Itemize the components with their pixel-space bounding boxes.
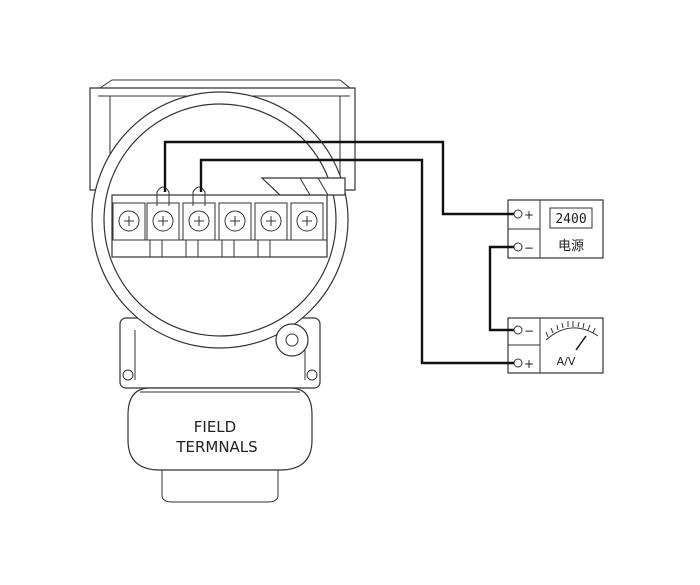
terminal-screw-5 <box>254 202 288 241</box>
neck-screw-left <box>122 369 134 381</box>
terminal-screws <box>112 186 324 258</box>
terminal-screw-2 <box>146 202 180 241</box>
terminal-screw-1 <box>112 202 146 241</box>
field-label-line2: TERMNALS <box>175 438 257 456</box>
meter-plus-sign: + <box>524 357 534 371</box>
neck-screw-right <box>306 369 318 381</box>
cable-entry-band <box>260 177 346 196</box>
power-supply: + − 2400 电源 <box>507 199 604 259</box>
meter-name: A/V <box>557 355 576 368</box>
housing-lug <box>275 323 309 357</box>
spade-lug-2 <box>156 186 170 206</box>
meter-minus-sign: − <box>524 324 534 338</box>
field-terminals-cover <box>127 387 313 471</box>
meter-box <box>507 317 604 374</box>
power-supply-name: 电源 <box>558 239 584 254</box>
field-label-line1: FIELD <box>194 418 236 436</box>
wire-power-minus-to-meter-minus <box>488 245 514 332</box>
meter: − + A/V <box>507 317 604 374</box>
power-minus-sign: − <box>524 241 534 255</box>
power-display <box>549 207 593 229</box>
housing-top-bevel <box>98 79 352 89</box>
power-display-value: 2400 <box>555 212 586 227</box>
terminal-screw-4 <box>218 202 252 241</box>
meter-scale-ticks <box>545 321 596 338</box>
wiring <box>163 140 514 365</box>
wire-terminal-to-meter-plus <box>199 158 514 365</box>
meter-scale-arc <box>545 327 599 341</box>
terminal-screw-3 <box>182 202 216 241</box>
power-plus-sign: + <box>524 208 534 222</box>
wire-terminal-to-power-plus <box>163 140 514 216</box>
meter-needle <box>575 335 587 351</box>
spade-lug-3 <box>192 186 206 206</box>
transmitter-housing: FIELD TERMNALS <box>89 79 356 503</box>
terminal-screw-6 <box>290 202 324 241</box>
